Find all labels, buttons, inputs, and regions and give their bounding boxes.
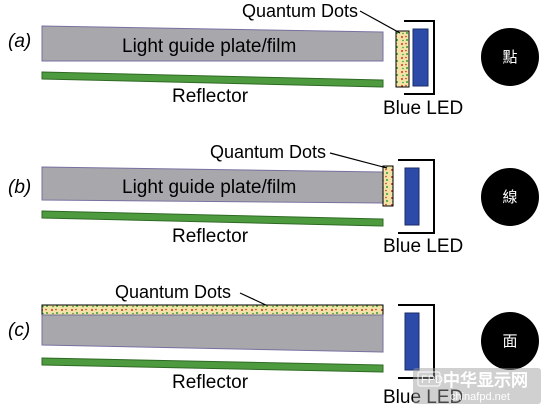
led-bracket <box>398 304 435 379</box>
blue-led <box>404 167 420 226</box>
panel-b: (b) Light guide plate/film Reflector Qua… <box>8 142 539 257</box>
blue-led-label: Blue LED <box>383 236 463 257</box>
reflector <box>41 71 384 88</box>
watermark-backdrop <box>413 368 541 404</box>
blue-led <box>412 28 429 87</box>
panel-c-label: (c) <box>8 320 30 341</box>
light-guide-plate <box>41 314 384 353</box>
light-guide-plate <box>41 25 384 62</box>
reflector <box>41 357 384 373</box>
quantum-dots-pointer <box>239 292 269 307</box>
panel-a-label: (a) <box>8 31 31 52</box>
reflector-label: Reflector <box>172 86 249 107</box>
reflector-label: Reflector <box>172 372 249 393</box>
quantum-dot-strip <box>395 30 410 88</box>
badge-point-label: 點 <box>502 49 517 66</box>
quantum-dots-pointer <box>329 152 388 169</box>
panel-a: (a) Light guide plate/film Reflector Qua… <box>8 1 539 119</box>
light-guide-plate-label: Light guide plate/film <box>122 177 296 198</box>
fpd-logo-text: FPD <box>421 374 443 386</box>
panel-b-label: (b) <box>8 177 31 198</box>
blue-led <box>404 312 420 371</box>
watermark-url: chinafpd.net <box>450 391 510 403</box>
quantum-dot-strip <box>382 165 394 207</box>
badge-point <box>481 28 539 86</box>
watermark: FPD 中华显示网 chinafpd.net <box>413 368 541 404</box>
quantum-dots-label: Quantum Dots <box>242 1 358 21</box>
quantum-dot-film <box>41 304 384 316</box>
reflector-label: Reflector <box>172 226 249 247</box>
quantum-dots-label: Quantum Dots <box>210 142 326 162</box>
blue-led-label: Blue LED <box>383 98 463 119</box>
quantum-dots-pointer <box>359 10 401 34</box>
badge-surface-label: 面 <box>502 333 517 350</box>
badge-surface <box>481 312 539 370</box>
watermark-chinese: 中华显示网 <box>443 370 528 391</box>
fpd-logo-icon <box>417 371 441 387</box>
quantum-dots-label: Quantum Dots <box>115 282 231 302</box>
reflector <box>41 210 384 227</box>
panel-c: (c) Quantum Dots Reflector Blue LED 面 <box>8 282 539 408</box>
badge-line <box>481 168 539 226</box>
badge-line-label: 線 <box>502 189 517 206</box>
blue-led-label: Blue LED <box>383 387 463 408</box>
light-guide-plate-label: Light guide plate/film <box>122 36 296 57</box>
led-bracket <box>404 20 435 95</box>
led-bracket <box>398 159 435 234</box>
